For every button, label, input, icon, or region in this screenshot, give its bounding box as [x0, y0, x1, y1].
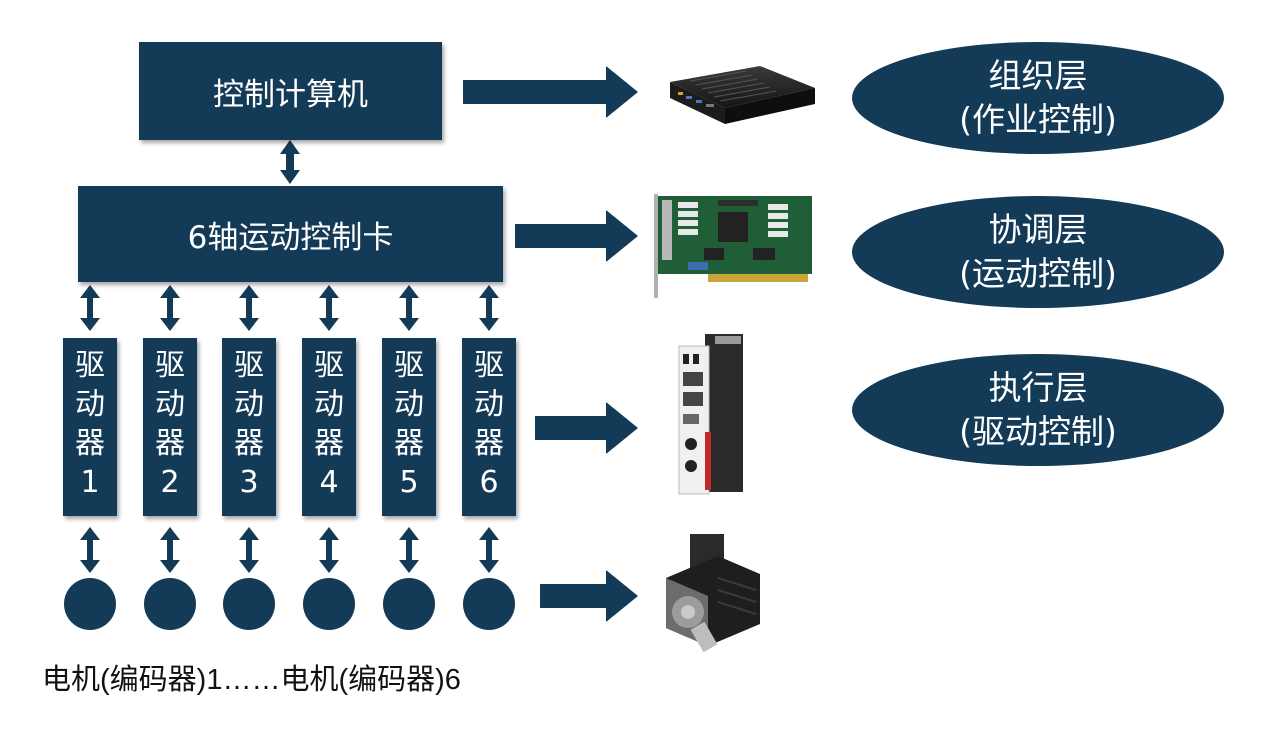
driver-char-3: 器	[234, 426, 264, 461]
layer-subtitle: (运动控制)	[959, 254, 1117, 293]
driver-box-6: 驱 动 器 6	[462, 338, 516, 516]
driver-char-2: 动	[155, 387, 185, 422]
industrial-pc-image	[670, 66, 815, 124]
servo-motor-image	[666, 534, 760, 653]
driver-number: 3	[239, 465, 259, 500]
driver-char-2: 动	[314, 387, 344, 422]
drivers-to-photo-arrow	[535, 402, 638, 454]
motion-card-image	[654, 194, 812, 298]
driver-box-2: 驱 动 器 2	[143, 338, 197, 516]
driver-char-2: 动	[394, 387, 424, 422]
driver-number: 6	[479, 465, 499, 500]
driver-char-2: 动	[234, 387, 264, 422]
layer-title: 组织层	[988, 56, 1088, 95]
layer-subtitle: (驱动控制)	[959, 412, 1117, 451]
control-computer-label: 控制计算机	[213, 76, 368, 113]
motors-caption: 电机(编码器)1……电机(编码器)6	[42, 664, 461, 696]
layer-subtitle: (作业控制)	[959, 100, 1117, 139]
computer-card-link-arrow	[280, 140, 300, 184]
driver-char-3: 器	[155, 426, 185, 461]
motion-control-card-box: 6轴运动控制卡	[78, 186, 503, 282]
motor-circle-4	[303, 578, 355, 630]
driver-number: 4	[319, 465, 339, 500]
computer-to-photo-arrow	[463, 66, 638, 118]
driver-char-3: 器	[474, 426, 504, 461]
layer-title: 执行层	[988, 368, 1088, 407]
driver-number: 2	[160, 465, 180, 500]
driver-box-3: 驱 动 器 3	[222, 338, 276, 516]
motor-circle-1	[64, 578, 116, 630]
motor-circle-3	[223, 578, 275, 630]
card-driver-link-arrows	[80, 285, 499, 331]
control-computer-box: 控制计算机	[139, 42, 442, 140]
driver-char-1: 驱	[234, 348, 264, 383]
driver-char-1: 驱	[155, 348, 185, 383]
motion-control-card-label: 6轴运动控制卡	[187, 219, 394, 256]
motors-to-photo-arrow	[540, 570, 638, 622]
driver-char-2: 动	[474, 387, 504, 422]
driver-char-2: 动	[75, 387, 105, 422]
driver-char-1: 驱	[394, 348, 424, 383]
driver-box-4: 驱 动 器 4	[302, 338, 356, 516]
driver-char-3: 器	[314, 426, 344, 461]
driver-char-3: 器	[75, 426, 105, 461]
driver-box-5: 驱 动 器 5	[382, 338, 436, 516]
layer-title: 协调层	[988, 210, 1088, 249]
motor-circle-2	[144, 578, 196, 630]
motor-circle-5	[383, 578, 435, 630]
card-to-photo-arrow	[515, 210, 638, 262]
motor-circle-6	[463, 578, 515, 630]
driver-box-1: 驱 动 器 1	[63, 338, 117, 516]
driver-char-1: 驱	[75, 348, 105, 383]
driver-char-1: 驱	[314, 348, 344, 383]
layer-execution-ellipse: 执行层 (驱动控制)	[852, 354, 1224, 466]
driver-motor-link-arrows	[80, 527, 499, 573]
layer-organization-ellipse: 组织层 (作业控制)	[852, 42, 1224, 154]
layer-coordination-ellipse: 协调层 (运动控制)	[852, 196, 1224, 308]
driver-char-1: 驱	[474, 348, 504, 383]
driver-number: 5	[399, 465, 419, 500]
driver-char-3: 器	[394, 426, 424, 461]
servo-driver-image	[678, 334, 743, 495]
driver-number: 1	[80, 465, 100, 500]
